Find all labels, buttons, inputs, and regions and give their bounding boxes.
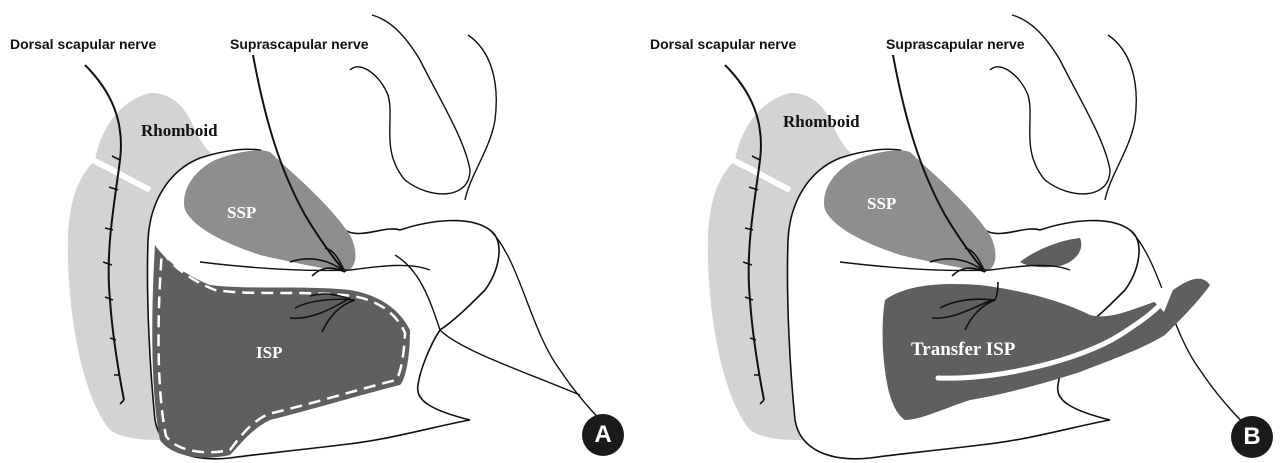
panel-a: Dorsal scapular nerve Suprascapular nerv… (0, 0, 640, 463)
dorsal-scapular-nerve-label: Dorsal scapular nerve (650, 36, 796, 52)
dorsal-scapular-nerve-label: Dorsal scapular nerve (10, 36, 156, 52)
suprascapular-nerve-label: Suprascapular nerve (886, 36, 1025, 52)
panel-badge-b: B (1231, 416, 1273, 458)
panel-badge-a: A (582, 414, 624, 456)
rhomboid-label: Rhomboid (783, 112, 860, 132)
ssp-label: SSP (227, 203, 256, 223)
rhomboid-label: Rhomboid (141, 121, 218, 141)
ssp-label: SSP (867, 194, 896, 214)
anatomy-diagram-b (640, 0, 1280, 463)
transfer-isp-label: Transfer ISP (911, 339, 1015, 361)
panel-b: Dorsal scapular nerve Suprascapular nerv… (640, 0, 1280, 463)
isp-label: ISP (256, 343, 282, 363)
suprascapular-nerve-label: Suprascapular nerve (230, 36, 369, 52)
humerus-outline (490, 230, 620, 440)
anatomy-diagram-a (0, 0, 640, 463)
